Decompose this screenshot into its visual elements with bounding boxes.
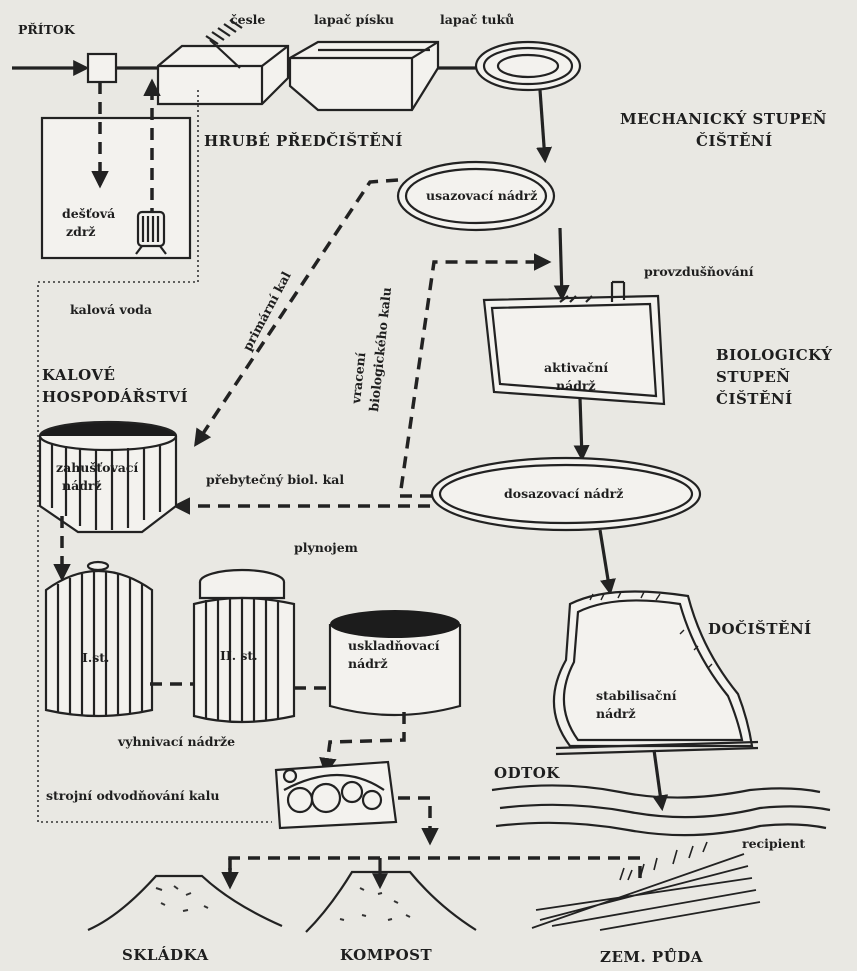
digester-2-label: II. st. xyxy=(220,648,258,663)
farm-soil-field xyxy=(531,841,761,931)
aeration-to-secondary-arrow xyxy=(573,397,590,462)
sludge-water-return-line xyxy=(37,90,272,823)
aeration-tank-label-2: nádrž xyxy=(556,378,596,393)
distribution-box xyxy=(86,52,118,84)
polishing-label: DOČIŠTĚNÍ xyxy=(708,620,812,638)
sludge-management-label-2: HOSPODÁŘSTVÍ xyxy=(42,388,188,406)
digester-1-label: I.st. xyxy=(82,650,109,665)
storm-tank-label-1: dešťová xyxy=(62,206,115,221)
thickener-label-2: nádrž xyxy=(62,478,102,493)
thickener-label-1: zahušťovací xyxy=(56,460,138,475)
landfill-label: SKLÁDKA xyxy=(122,946,209,964)
inflow-label: PŘÍTOK xyxy=(18,22,76,37)
compost-label: KOMPOST xyxy=(340,946,432,964)
secondary-clarifier xyxy=(430,456,702,532)
aeration-label: provzdušňování xyxy=(644,264,754,279)
landfill-mound xyxy=(87,874,283,932)
receiving-river xyxy=(491,784,831,837)
farm-soil-label: ZEM. PŮDA xyxy=(600,948,703,966)
dewatering-label: strojní odvodňování kalu xyxy=(46,788,219,803)
digesters-label: vyhnivací nádrže xyxy=(117,734,235,749)
primary-tank-label: usazovací nádrž xyxy=(426,188,537,203)
storage-label-2: nádrž xyxy=(348,656,388,671)
return-sludge-label-2: biologického kalu xyxy=(366,286,394,412)
primary-sludge-line xyxy=(194,178,399,447)
return-sludge-line xyxy=(397,253,552,498)
compost-heap xyxy=(305,870,477,933)
digester-2 xyxy=(192,568,296,724)
primary-to-aeration-arrow xyxy=(553,227,570,302)
storm-tank-label-2: zdrž xyxy=(66,224,96,239)
secondary-to-pond-arrow xyxy=(598,529,616,596)
grit-trap xyxy=(288,40,440,112)
mechanical-stage-label-1: MECHANICKÝ STUPEŇ xyxy=(620,110,827,128)
storage-label-1: uskladňovací xyxy=(348,638,440,653)
stabilisation-pond xyxy=(552,590,759,756)
grit-trap-label: lapač písku xyxy=(314,12,394,27)
digester-1 xyxy=(44,560,154,718)
stabilisation-label-1: stabilisační xyxy=(596,688,677,703)
storage-tank xyxy=(328,610,462,717)
recipient-label: recipient xyxy=(742,836,805,851)
outflow-label: ODTOK xyxy=(494,764,560,782)
mechanical-stage-label-2: ČIŠTĚNÍ xyxy=(696,132,773,150)
storm-tank xyxy=(40,78,192,260)
pump-icon xyxy=(135,210,167,255)
stabilisation-label-2: nádrž xyxy=(596,706,636,721)
grease-to-primary-arrow xyxy=(536,89,553,164)
biological-stage-label-2: STUPEŇ xyxy=(716,368,791,386)
dewatering-press xyxy=(274,760,398,830)
dewatering-out-line xyxy=(398,796,439,846)
biological-stage-label-3: ČIŠTĚNÍ xyxy=(716,390,793,408)
grease-trap xyxy=(474,40,582,92)
sludge-management-label-1: KALOVÉ xyxy=(42,366,116,384)
excess-sludge-label: přebytečný biol. kal xyxy=(206,472,344,487)
sludge-water-label: kalová voda xyxy=(70,302,152,317)
disposal-distribution-line xyxy=(228,856,642,880)
storage-to-dewatering-line xyxy=(319,712,406,776)
biological-stage-label-1: BIOLOGICKÝ xyxy=(716,346,832,364)
primary-settling-tank xyxy=(396,160,556,232)
pond-to-outflow-arrow xyxy=(652,749,669,812)
grease-trap-label: lapač tuků xyxy=(440,12,514,27)
gasholder-label: plynojem xyxy=(294,540,358,555)
aeration-tank-label-1: aktivační xyxy=(544,360,608,375)
pretreatment-label: HRUBÉ PŘEDČIŠTĚNÍ xyxy=(204,132,403,150)
screens-channel xyxy=(156,19,290,106)
aeration-tank xyxy=(482,280,666,406)
return-sludge-label-1: vracení xyxy=(348,351,368,405)
screens-label: česle xyxy=(230,12,265,27)
secondary-clarifier-label: dosazovací nádrž xyxy=(504,486,623,501)
thickener-tank xyxy=(38,420,178,534)
